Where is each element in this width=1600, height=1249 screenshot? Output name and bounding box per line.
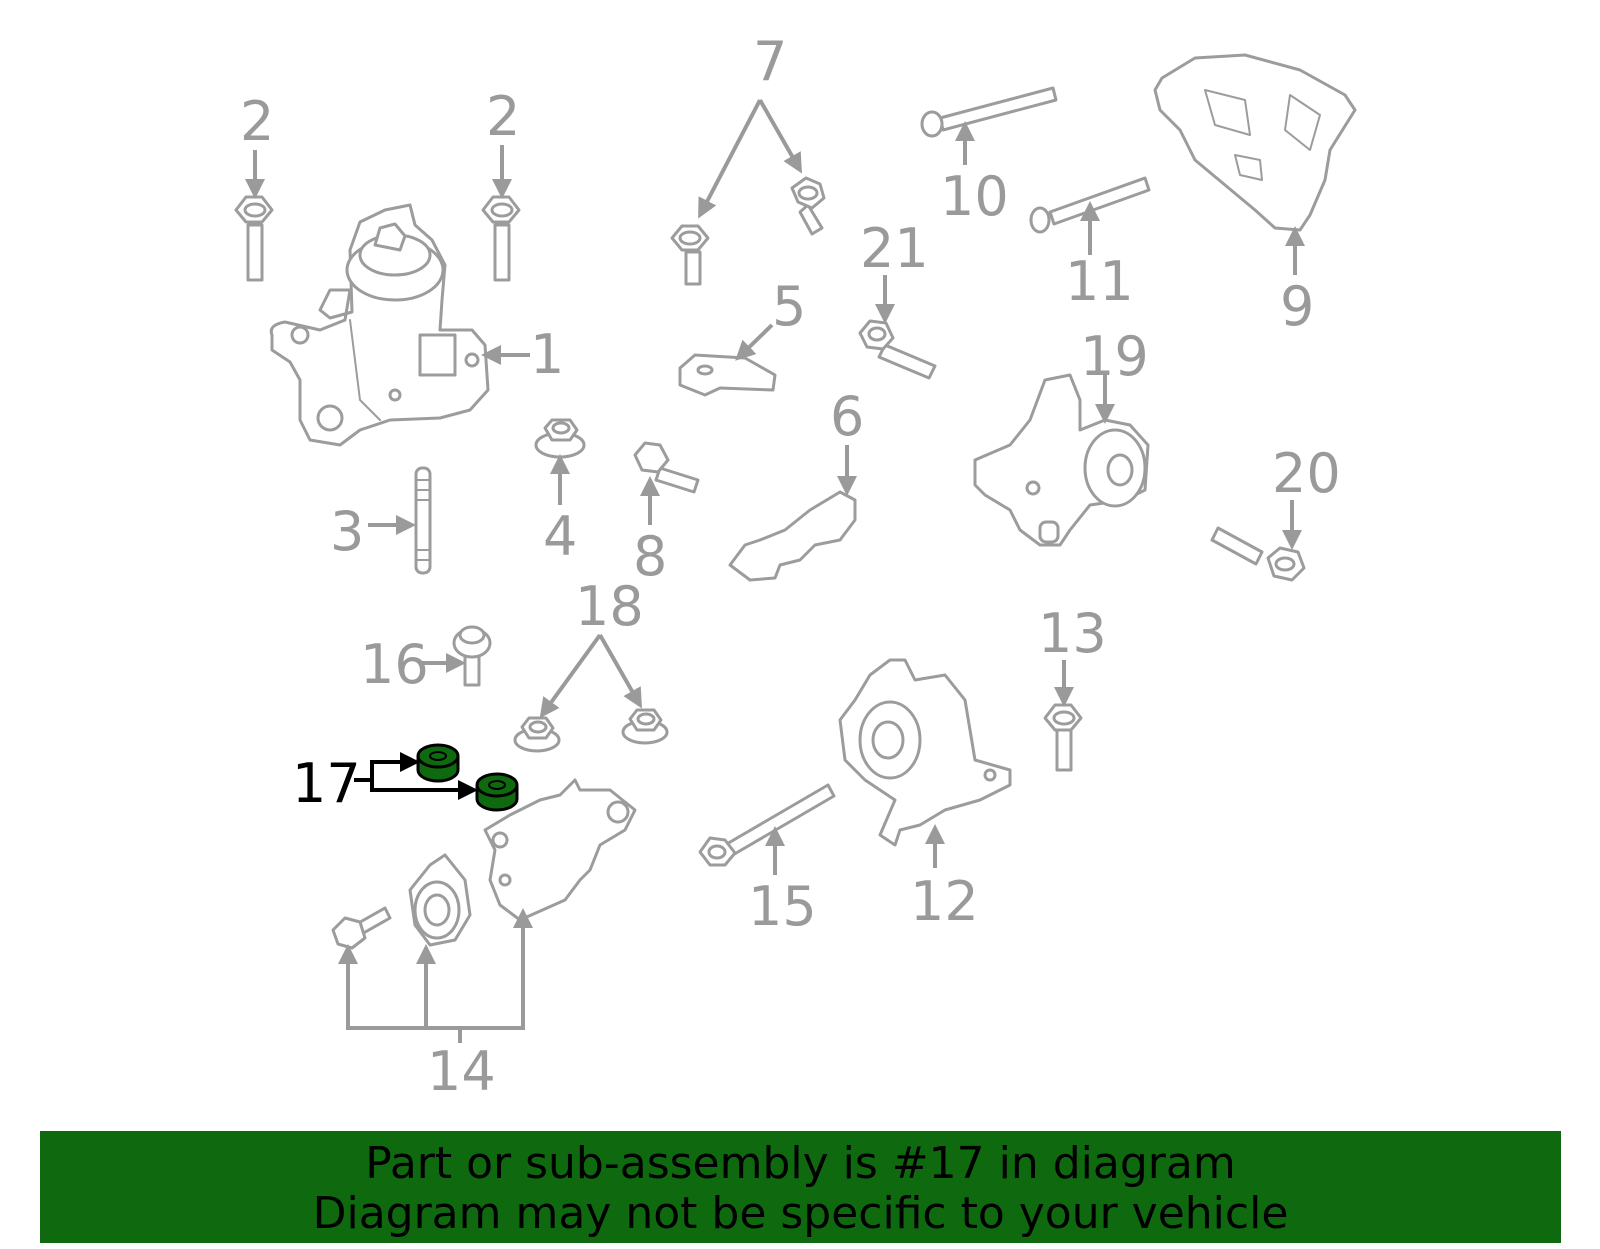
bolt-part-14[interactable] <box>331 906 392 950</box>
label-part-2-left: 2 <box>240 90 274 153</box>
label-part-6: 6 <box>830 385 864 448</box>
banner-line-2: Diagram may not be specific to your vehi… <box>312 1188 1289 1239</box>
label-part-18: 18 <box>575 575 644 638</box>
label-part-16: 16 <box>360 633 429 696</box>
mount-part-19[interactable] <box>973 373 1150 547</box>
label-part-20: 20 <box>1272 442 1341 505</box>
engine-mount-part-1[interactable] <box>269 203 490 447</box>
label-part-8: 8 <box>633 525 667 588</box>
label-part-9: 9 <box>1280 275 1314 338</box>
banner-line-1: Part or sub-assembly is #17 in diagram <box>365 1138 1236 1189</box>
label-part-19: 19 <box>1080 325 1149 388</box>
label-part-12: 12 <box>910 870 979 933</box>
bracket-part-5[interactable] <box>678 353 777 397</box>
bolt-part-20[interactable] <box>1210 526 1306 582</box>
label-part-4: 4 <box>543 505 577 568</box>
nut-part-18-left[interactable] <box>513 716 561 753</box>
bolt-part-8[interactable] <box>633 441 700 494</box>
bolt-part-7-left[interactable] <box>670 224 710 286</box>
bolt-part-10[interactable] <box>920 86 1058 138</box>
bolt-part-2-left[interactable] <box>234 195 274 282</box>
label-part-14: 14 <box>427 1040 496 1103</box>
bushing-part-14[interactable] <box>408 853 472 947</box>
shield-part-6[interactable] <box>728 490 857 582</box>
bolt-part-21[interactable] <box>858 319 937 380</box>
transmission-mount-part-12[interactable] <box>838 658 1012 847</box>
info-banner: Part or sub-assembly is #17 in diagram D… <box>40 1131 1561 1243</box>
label-part-3: 3 <box>330 500 364 563</box>
label-part-13: 13 <box>1038 602 1107 665</box>
washer-part-17-lower[interactable] <box>475 772 519 812</box>
bolt-part-2-right[interactable] <box>481 195 521 282</box>
bracket-part-9[interactable] <box>1153 53 1357 232</box>
stud-part-3[interactable] <box>414 466 432 575</box>
label-part-21: 21 <box>860 217 929 280</box>
label-part-1: 1 <box>530 323 564 386</box>
label-part-10: 10 <box>940 165 1009 228</box>
nut-part-18-right[interactable] <box>621 708 669 745</box>
bolt-part-16[interactable] <box>452 625 492 687</box>
bracket-part-14[interactable] <box>483 778 637 922</box>
label-part-11: 11 <box>1065 250 1134 313</box>
label-part-2-right: 2 <box>486 85 520 148</box>
washer-part-17-upper[interactable] <box>416 743 460 783</box>
bolt-part-15[interactable] <box>698 783 836 867</box>
label-part-7: 7 <box>753 30 787 93</box>
bolt-part-7-right[interactable] <box>790 176 826 236</box>
label-part-17: 17 <box>292 752 361 815</box>
bolt-part-13[interactable] <box>1043 703 1083 772</box>
nut-part-4[interactable] <box>534 418 586 459</box>
label-part-5: 5 <box>772 275 806 338</box>
label-part-15: 15 <box>748 875 817 938</box>
